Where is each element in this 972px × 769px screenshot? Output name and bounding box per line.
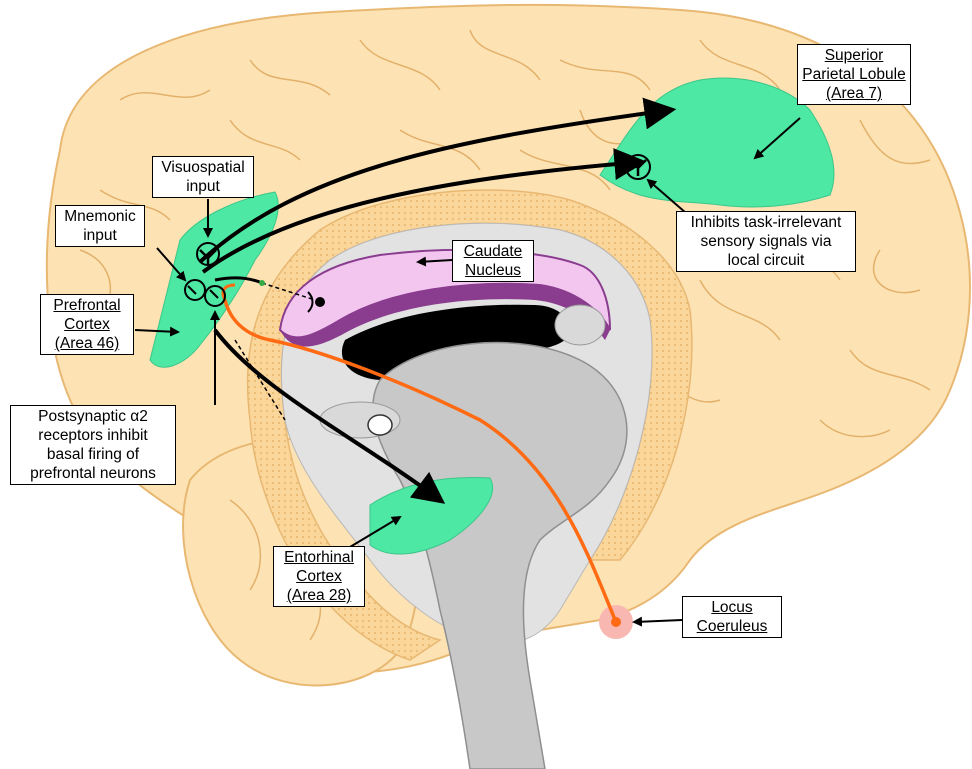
label-entorhinal: Entorhinal Cortex (Area 28)	[273, 546, 365, 607]
label-prefrontal: Prefrontal Cortex (Area 46)	[40, 294, 134, 355]
thalamic-structure	[555, 305, 605, 345]
label-superior-parietal: Superior Parietal Lobule (Area 7)	[797, 44, 911, 105]
pointer-locus	[634, 620, 682, 622]
green-terminal	[259, 280, 265, 286]
label-caudate: Caudate Nucleus	[452, 240, 534, 282]
caudate-terminal	[315, 297, 325, 307]
label-inhibits: Inhibits task-irrelevant sensory signals…	[676, 211, 856, 272]
mammillary-body	[368, 415, 392, 435]
label-mnemonic: Mnemonic input	[55, 205, 145, 247]
label-postsynaptic: Postsynaptic α2 receptors inhibit basal …	[10, 405, 176, 485]
label-visuospatial: Visuospatial input	[152, 156, 254, 198]
label-locus: Locus Coeruleus	[682, 596, 782, 638]
